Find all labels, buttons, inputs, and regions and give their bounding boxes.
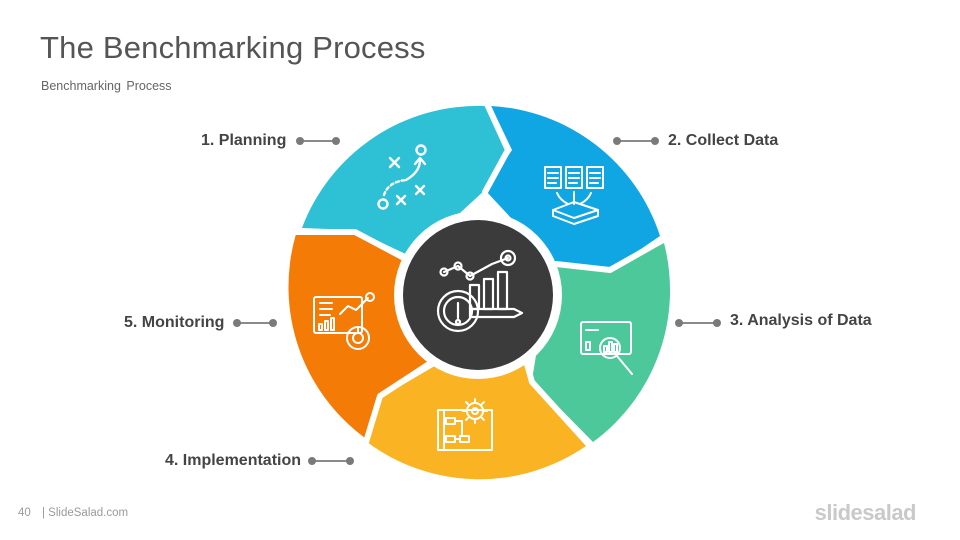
segment-dividers: [293, 101, 666, 449]
segment-planning[interactable]: [302, 105, 507, 257]
footer-source: | SlideSalad.com: [42, 507, 129, 519]
connector-dot-analysis-of-data: [675, 319, 683, 327]
step-label-planning: 1. Planning: [201, 132, 287, 149]
connector-analysis-of-data: [679, 322, 717, 324]
slide-title: The Benchmarking Process: [40, 30, 426, 65]
step-label-monitoring: 5. Monitoring: [124, 314, 225, 331]
connector-collect-data: [617, 140, 655, 142]
connector-dot-planning: [296, 137, 304, 145]
step-label-implementation: 4. Implementation: [165, 452, 302, 469]
connector-monitoring: [237, 322, 273, 324]
connector-planning: [300, 140, 336, 142]
connector-implementation: [312, 460, 350, 462]
connector-dot-planning-end: [332, 137, 340, 145]
slide-subtitle: Benchmarking Process: [41, 79, 172, 93]
chart-magnifier-icon: [580, 321, 633, 375]
connector-dot-collect-data-end: [651, 137, 659, 145]
blueprint-gear-icon: [437, 398, 493, 451]
connector-dot-implementation: [308, 457, 316, 465]
connector-dot-collect-data: [613, 137, 621, 145]
benchmark-performance-icon: [436, 249, 524, 333]
documents-to-inbox-icon: [544, 166, 604, 225]
page-number: 40: [18, 507, 31, 519]
dashboard-analytics-icon: [313, 292, 375, 350]
connector-dot-monitoring-end: [269, 319, 277, 327]
connector-dot-implementation-end: [346, 457, 354, 465]
connector-dot-monitoring: [233, 319, 241, 327]
step-label-analysis-of-data: 3. Analysis of Data: [730, 312, 872, 329]
step-label-collect-data: 2. Collect Data: [668, 132, 779, 149]
slide-footer: 40 | SlideSalad.com: [18, 507, 128, 519]
brand-logo: slidesalad: [814, 500, 917, 525]
strategy-play-icon: [377, 144, 427, 210]
connector-dot-analysis-of-data-end: [713, 319, 721, 327]
